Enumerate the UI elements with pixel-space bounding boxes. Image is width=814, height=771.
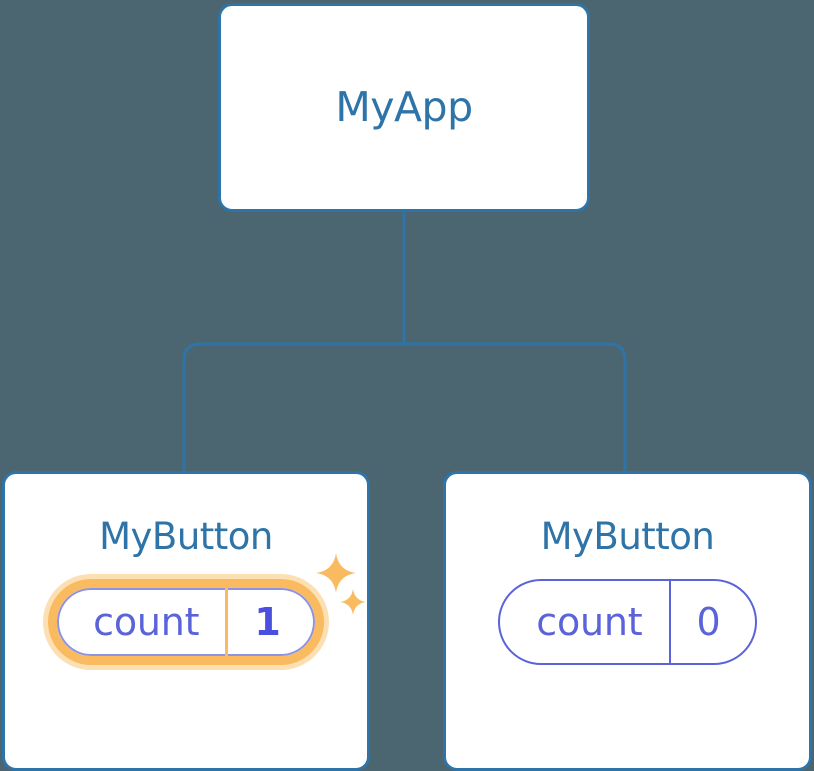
connector-bus [182,342,627,471]
state-key: count [93,600,200,644]
node-title: MyButton [540,515,715,558]
node-mybutton-1[interactable]: MyButton count 1 [2,471,370,771]
node-mybutton-2[interactable]: MyButton count 0 [443,471,812,771]
node-myapp[interactable]: MyApp [218,3,590,212]
node-title: MyButton [99,515,273,558]
state-value: 1 [254,600,281,644]
tree-branch-connector [182,211,627,471]
state-pill[interactable]: count 0 [498,579,757,665]
node-title: MyApp [335,83,473,131]
state-pill-wrapper: count 1 [48,553,366,665]
sparkle-large-icon [315,553,356,593]
component-tree-diagram: MyApp MyButton count 1 MyButton [2,3,812,771]
state-value: 0 [696,600,721,644]
pill-divider [225,588,229,656]
state-pill-wrapper: count 0 [498,579,757,665]
sparkle-small-icon [339,589,366,615]
pill-divider [668,581,671,663]
state-key: count [536,600,643,644]
state-pill-highlighted[interactable]: count 1 [48,579,324,665]
